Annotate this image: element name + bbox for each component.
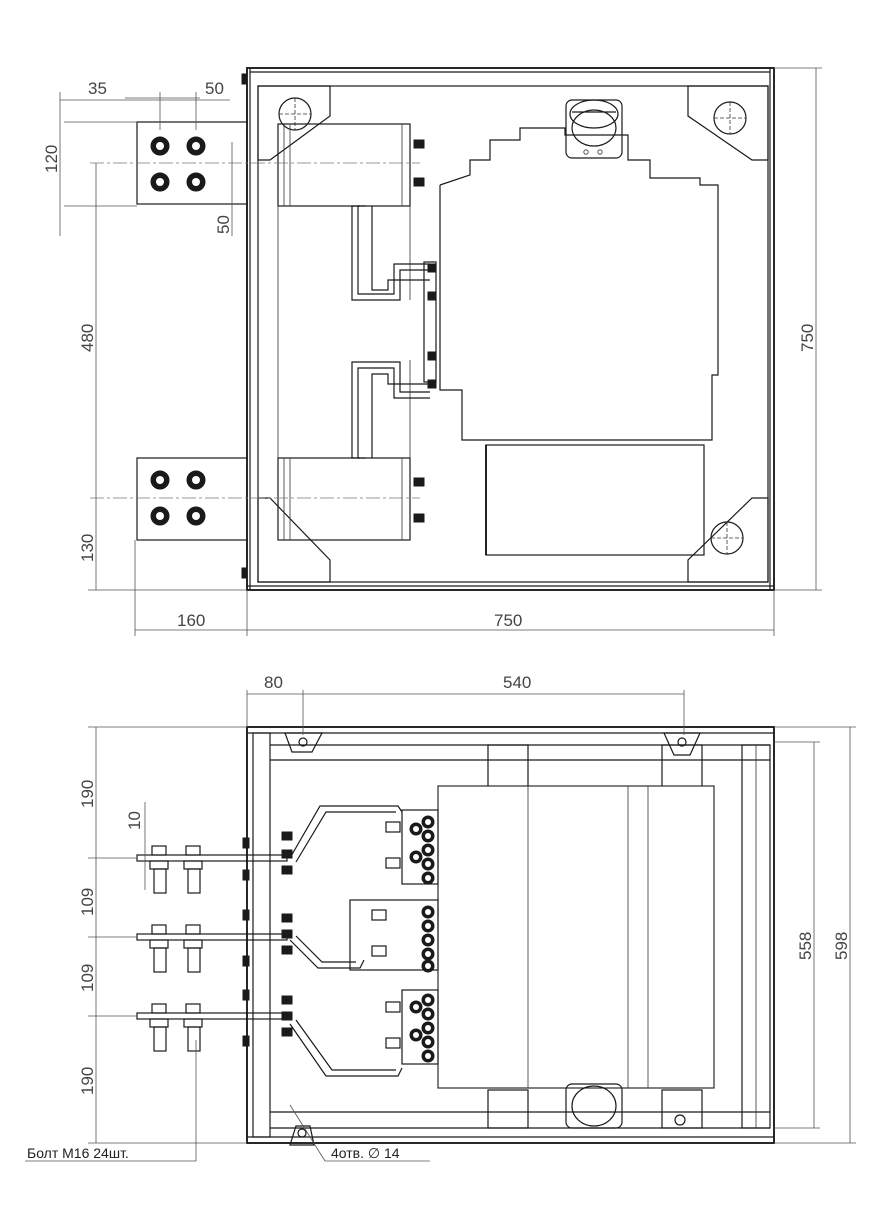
dim-120: 120	[42, 145, 61, 173]
coil-stack-middle	[349, 899, 439, 973]
dim-130: 130	[78, 534, 97, 562]
corner-hole-top-right	[713, 101, 747, 135]
busbar-loops	[351, 205, 437, 459]
dim-750-right: 750	[798, 324, 817, 352]
lifting-lug-right	[663, 732, 701, 756]
mount-hole-bottom-left	[289, 1125, 315, 1146]
top-view-dimensions	[59, 67, 822, 636]
winding-bolts	[241, 73, 437, 579]
coil-stack-top	[385, 809, 439, 885]
top-frame-inner	[257, 85, 769, 583]
dim-750-bottom: 750	[494, 611, 522, 630]
side-view: 80 540 190 10 109 109 190 558 598 Болт М…	[25, 673, 856, 1162]
dim-35: 35	[88, 79, 107, 98]
terminal-rod-2	[136, 924, 288, 973]
dim-558: 558	[796, 932, 815, 960]
dim-160: 160	[177, 611, 205, 630]
dim-190-bottom: 190	[78, 1067, 97, 1095]
dim-109-a: 109	[78, 888, 97, 916]
winding-lower	[277, 360, 411, 541]
top-frame-outer	[246, 67, 775, 591]
winding-upper	[277, 123, 411, 460]
mount-hole-bottom-right	[674, 1114, 686, 1126]
dim-50-top: 50	[205, 79, 224, 98]
side-view-dimensions	[25, 690, 856, 1162]
gusset-top-left	[257, 85, 331, 161]
terminal-rod-3	[136, 1003, 288, 1052]
dim-190-top: 190	[78, 780, 97, 808]
fan-unit	[565, 99, 623, 159]
side-busbars	[289, 805, 403, 1077]
dim-50-side: 50	[214, 215, 233, 234]
core-lower-block	[485, 444, 705, 556]
dim-480: 480	[78, 324, 97, 352]
dim-540: 540	[503, 673, 531, 692]
gusset-top-right	[687, 85, 769, 161]
core-outline	[439, 127, 719, 441]
holes-note: 4отв. ∅ 14	[331, 1145, 400, 1161]
gusset-bottom-right	[687, 497, 769, 583]
terminal-plate-lower	[136, 457, 248, 541]
side-fan	[565, 1083, 623, 1129]
lifting-lug-left	[284, 732, 323, 753]
side-frame-outer	[246, 726, 775, 1144]
dim-80: 80	[264, 673, 283, 692]
bolt-note: Болт М16 24шт.	[27, 1145, 129, 1161]
dim-10: 10	[125, 811, 144, 830]
side-core-block	[437, 785, 715, 1089]
top-view: 35 50 120 50 480 130 160 750 750	[42, 67, 822, 636]
terminal-rod-1	[136, 845, 288, 894]
corner-hole-bottom-right	[710, 521, 744, 555]
dim-109-b: 109	[78, 964, 97, 992]
corner-hole-top-left	[278, 97, 312, 131]
dim-598: 598	[832, 932, 851, 960]
coil-stack-bottom	[385, 989, 439, 1065]
frame-bolts	[242, 831, 293, 1047]
